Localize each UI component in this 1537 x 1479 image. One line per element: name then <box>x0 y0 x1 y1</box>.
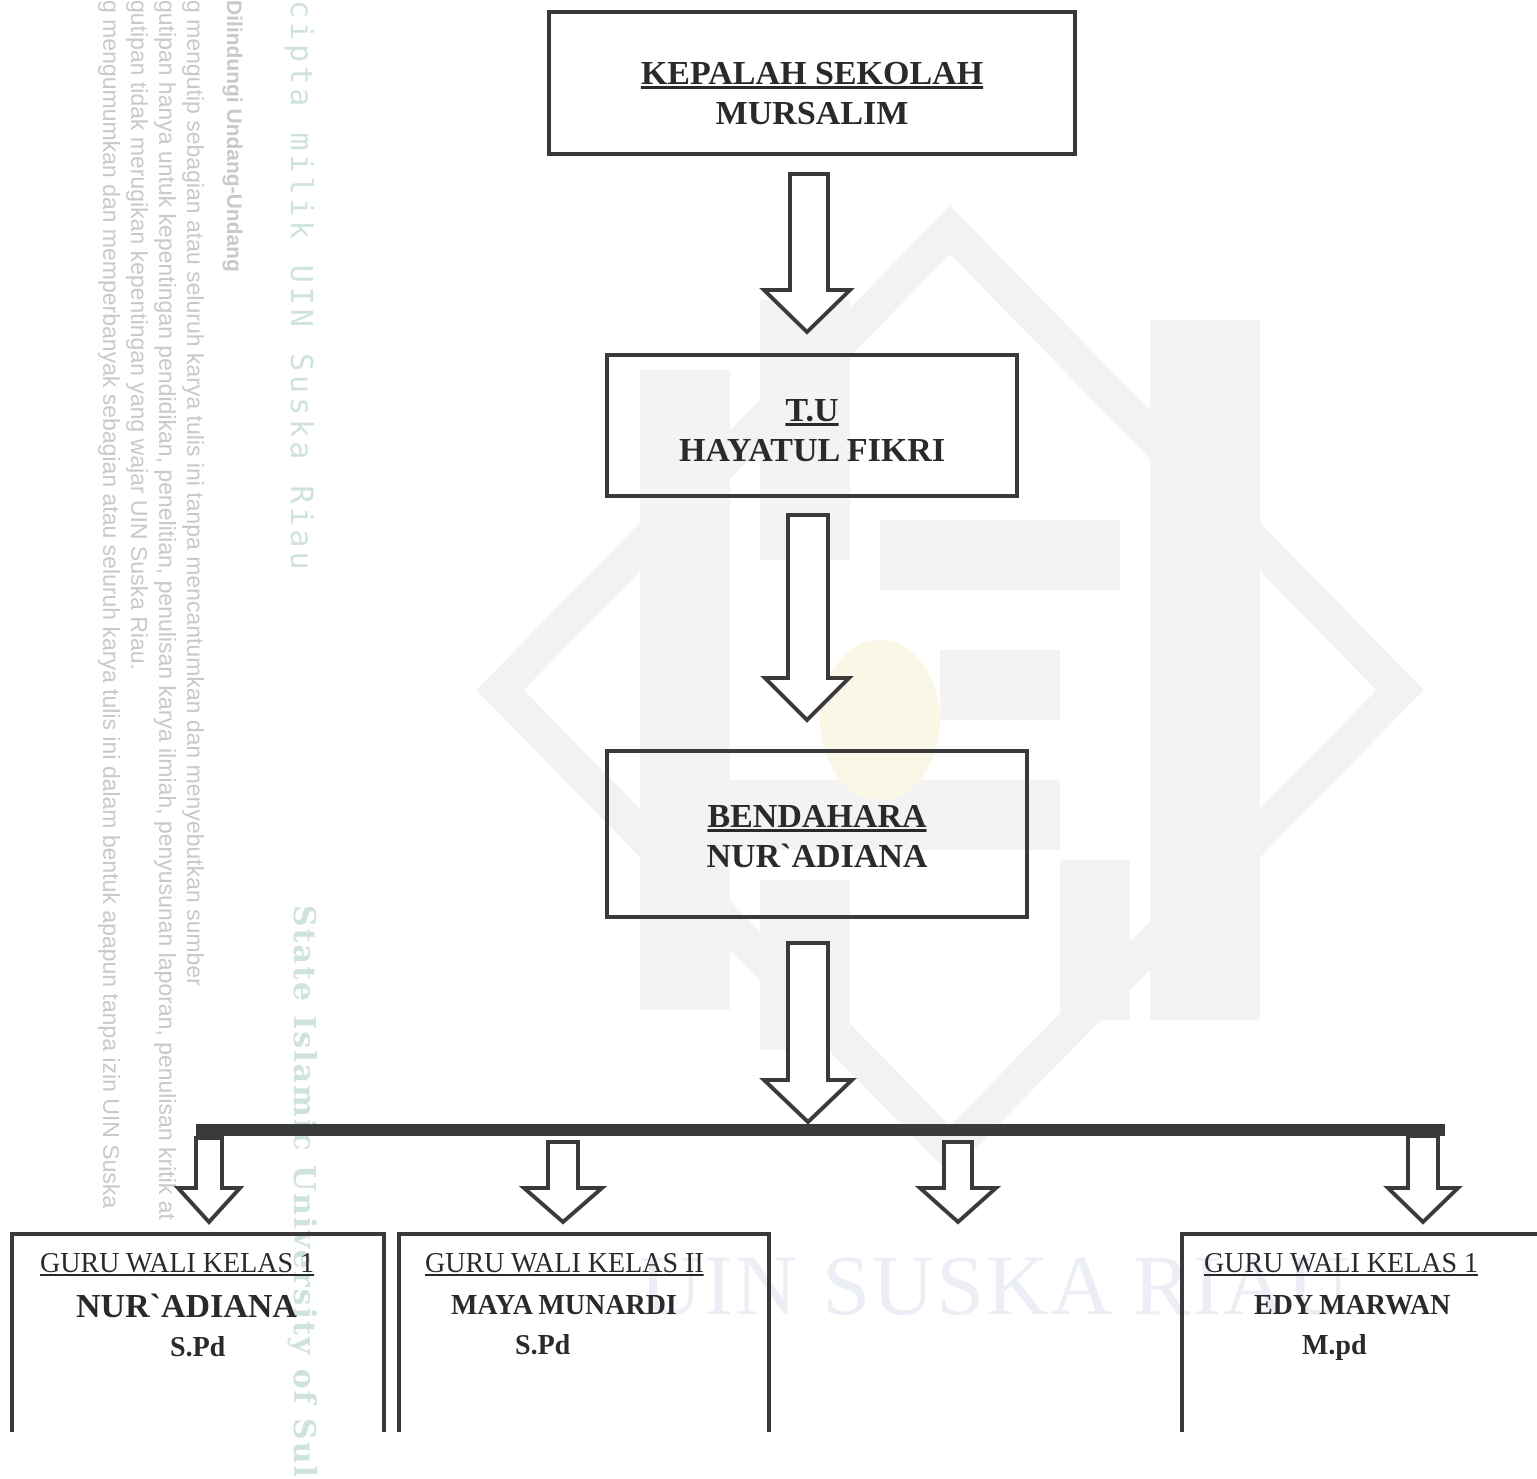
teacher-box-3: GURU WALI KELAS 1 EDY MARWAN M.pd <box>1180 1232 1537 1432</box>
teacher-1-degree: S.Pd <box>170 1332 226 1363</box>
arrow-to-teacher-3 <box>914 1140 1002 1225</box>
arrow-head-to-tu <box>759 172 855 335</box>
teacher-2-name: MAYA MUNARDI <box>451 1290 677 1321</box>
headmaster-name: MURSALIM <box>715 95 909 132</box>
arrow-to-teacher-2 <box>518 1140 608 1225</box>
arrow-to-teacher-4 <box>1383 1134 1463 1225</box>
tu-title: T.U <box>785 392 839 429</box>
treasurer-name: NUR`ADIANA <box>706 838 928 875</box>
treasurer-title: BENDAHARA <box>707 798 927 835</box>
tu-name: HAYATUL FIKRI <box>678 432 946 469</box>
arrow-tu-to-bendahara <box>760 513 854 723</box>
teacher-box-1: GURU WALI KELAS 1 NUR`ADIANA S.Pd <box>10 1232 386 1432</box>
teacher-box-2: GURU WALI KELAS II MAYA MUNARDI S.Pd <box>397 1232 771 1432</box>
treasurer-box: BENDAHARA NUR`ADIANA <box>605 749 1029 919</box>
teacher-3-degree: M.pd <box>1302 1330 1367 1361</box>
teacher-2-title: GURU WALI KELAS II <box>425 1248 704 1279</box>
teacher-3-name: EDY MARWAN <box>1254 1290 1451 1321</box>
university-emblem-watermark <box>476 205 1424 1175</box>
arrow-bendahara-to-staff <box>759 941 857 1125</box>
teacher-1-name: NUR`ADIANA <box>76 1288 297 1325</box>
headmaster-title: KEPALAH SEKOLAH <box>640 55 984 92</box>
tu-box: T.U HAYATUL FIKRI <box>605 353 1019 498</box>
teacher-2-degree: S.Pd <box>515 1330 571 1361</box>
teacher-3-title: GURU WALI KELAS 1 <box>1204 1248 1479 1279</box>
headmaster-box: KEPALAH SEKOLAH MURSALIM <box>547 10 1077 156</box>
org-chart-connectors <box>173 172 1463 1225</box>
teacher-1-title: GURU WALI KELAS 1 <box>40 1248 315 1279</box>
arrow-to-teacher-1 <box>173 1136 245 1225</box>
watermark-uin-suska-riau: UIN SUSKA RIAU <box>640 1237 1352 1333</box>
